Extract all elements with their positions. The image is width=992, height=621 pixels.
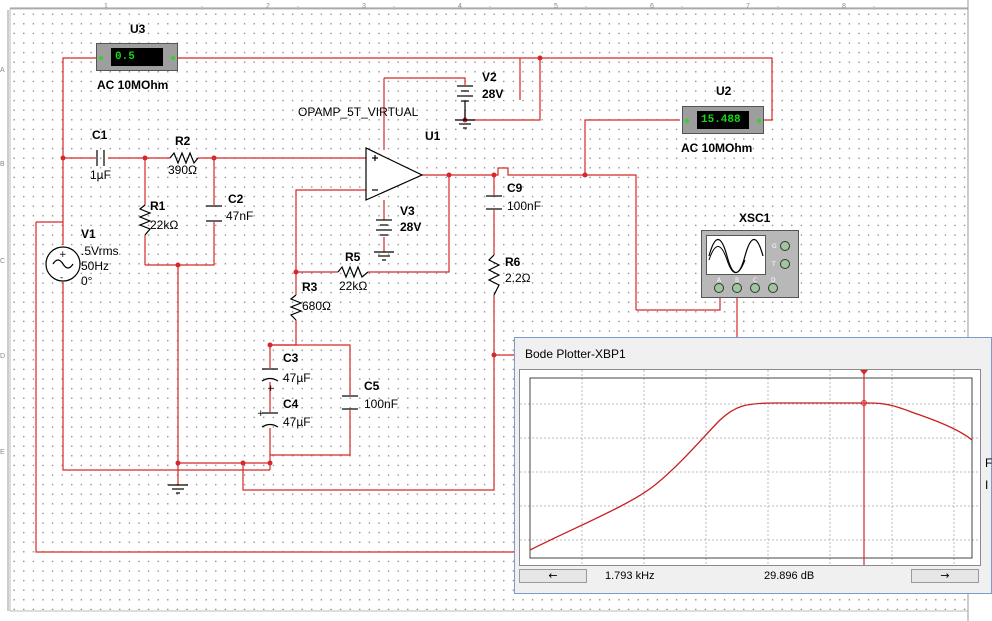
v1-freq: 50Hz — [81, 259, 110, 273]
gain-readout: 29.896 dB — [764, 570, 815, 582]
u2-display: 15.488 — [697, 111, 749, 129]
v1-amp: .5Vrms — [81, 244, 119, 258]
c5-ref: C5 — [364, 379, 380, 393]
ruler-mark: 8 — [842, 3, 846, 10]
scope-terminal-d[interactable] — [768, 283, 778, 293]
terminal-label: T — [772, 261, 776, 268]
v1-phase: 0° — [81, 274, 93, 288]
svg-text:+: + — [267, 384, 275, 394]
r6-ref: R6 — [505, 255, 521, 269]
components — [45, 85, 502, 494]
terminal-label: G — [772, 243, 777, 250]
c9-value: 100nF — [507, 199, 542, 213]
terminal-label: D — [771, 277, 776, 284]
u2-ref: U2 — [716, 84, 732, 98]
r5-value: 22kΩ — [339, 279, 368, 293]
cursor-left-button[interactable]: ← — [519, 569, 587, 583]
r2-ref: R2 — [175, 134, 191, 148]
bode-plot — [520, 370, 980, 565]
svg-text:+: + — [59, 250, 67, 260]
cursor-marker — [860, 370, 868, 375]
c2-ref: C2 — [228, 192, 244, 206]
v2-value: 28V — [482, 87, 504, 101]
r6-value: 2.2Ω — [505, 271, 531, 285]
c1-ref: C1 — [92, 128, 108, 142]
wires — [35, 57, 773, 553]
c2-value: 47nF — [226, 209, 254, 223]
r3-value: 680Ω — [302, 299, 331, 313]
ruler-mark: 3 — [362, 3, 366, 10]
junctions — [60, 55, 588, 466]
ruler-mark: 4 — [458, 3, 462, 10]
ruler-mark: 2 — [266, 3, 270, 10]
r2-value: 390Ω — [168, 163, 197, 177]
c4-ref: C4 — [283, 397, 299, 411]
plot-frame — [529, 377, 973, 559]
ruler-mark: 6 — [650, 3, 654, 10]
cursor-point — [861, 400, 867, 406]
side-label: I — [985, 478, 989, 492]
scope-terminal-a[interactable] — [714, 283, 724, 293]
terminal-label: B — [735, 277, 740, 284]
v2-ref: V2 — [482, 70, 497, 84]
scope-screen — [706, 235, 766, 275]
r1-ref: R1 — [150, 199, 166, 213]
terminal-label: C — [753, 277, 758, 284]
v3-value: 28V — [400, 220, 422, 234]
scope-terminal-t[interactable] — [780, 259, 790, 269]
v3-ref: V3 — [400, 204, 415, 218]
c3-value: 47µF — [283, 371, 311, 385]
c4-value: 47µF — [283, 415, 311, 429]
meter-pin — [99, 56, 103, 60]
bode-plotter-window[interactable]: Bode Plotter-XBP1 ← 1.793 kHz 29.896 dB … — [514, 337, 992, 594]
ruler-mark: A — [0, 67, 5, 74]
terminal-label: A — [717, 277, 722, 284]
cursor-right-button[interactable]: → — [911, 569, 979, 583]
u2-voltmeter[interactable]: 15.488 — [682, 106, 764, 134]
r3-ref: R3 — [302, 280, 318, 294]
scope-terminal-c[interactable] — [750, 283, 760, 293]
xsc1-ref: XSC1 — [739, 211, 771, 225]
bode-window-title: Bode Plotter-XBP1 — [525, 347, 626, 361]
r1-value: 22kΩ — [150, 218, 179, 232]
c3-ref: C3 — [283, 351, 299, 365]
ruler-mark: 7 — [746, 3, 750, 10]
ruler-mark: B — [0, 161, 5, 168]
u2-mode: AC 10MOhm — [681, 141, 753, 155]
meter-pin — [171, 56, 175, 60]
u3-ref: U3 — [130, 22, 146, 36]
v1-ref: V1 — [81, 227, 96, 241]
bode-plot-area[interactable] — [519, 369, 981, 566]
sine-wave-icon — [708, 238, 764, 274]
magnitude-curve — [529, 402, 973, 551]
scope-terminal-g[interactable] — [780, 241, 790, 251]
svg-text:+: + — [257, 409, 265, 419]
ruler-mark: 1 — [104, 3, 108, 10]
c1-value: 1µF — [90, 168, 111, 182]
r5-ref: R5 — [345, 250, 361, 264]
ruler-mark: D — [0, 353, 6, 360]
u1-ref: U1 — [425, 129, 441, 143]
c5-value: 100nF — [364, 397, 399, 411]
c9-ref: C9 — [507, 181, 523, 195]
svg-text:-: - — [60, 273, 63, 283]
bode-readout-bar: ← 1.793 kHz 29.896 dB → — [519, 568, 981, 586]
u3-voltmeter[interactable]: 0.5 — [96, 43, 178, 71]
u1-part: OPAMP_5T_VIRTUAL — [298, 105, 419, 119]
side-label: F — [985, 456, 992, 470]
u3-display: 0.5 — [111, 48, 163, 66]
scope-terminal-b[interactable] — [732, 283, 742, 293]
meter-pin — [757, 119, 761, 123]
u3-mode: AC 10MOhm — [97, 78, 169, 92]
ruler-mark: C — [0, 258, 6, 265]
frequency-readout: 1.793 kHz — [605, 570, 655, 582]
ruler-mark: 5 — [554, 3, 558, 10]
ruler-mark: E — [0, 449, 5, 456]
plot-grid — [520, 370, 980, 565]
oscilloscope-xsc1[interactable]: G T A B C D — [701, 230, 799, 298]
meter-pin — [685, 119, 689, 123]
